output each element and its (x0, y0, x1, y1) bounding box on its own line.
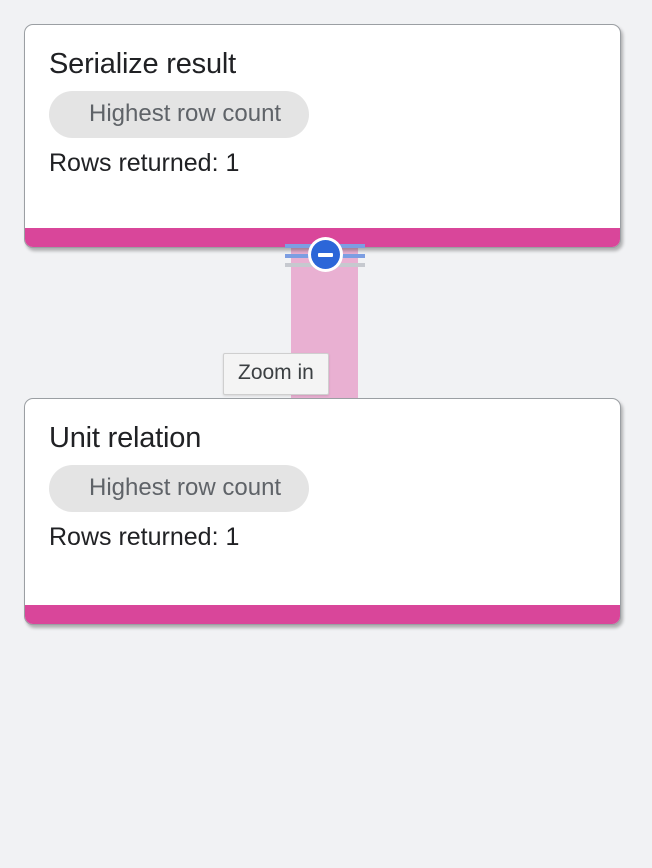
edge-stripes-left (285, 242, 312, 267)
stripe-line (338, 263, 365, 267)
stripe-line (338, 254, 365, 258)
card-body: Unit relation Highest row count Rows ret… (25, 399, 620, 564)
card-title: Unit relation (49, 422, 202, 454)
rows-returned-text: Rows returned: 1 (49, 149, 240, 177)
minus-circle-icon[interactable] (308, 237, 343, 272)
minus-circle-disc (311, 240, 340, 269)
stripe-line (338, 244, 365, 248)
tooltip-zoom-in: Zoom in (223, 353, 329, 395)
node-card-serialize-result[interactable]: Serialize result Highest row count Rows … (24, 24, 621, 248)
minus-glyph (318, 252, 333, 257)
stripe-line (285, 254, 312, 258)
status-badge: Highest row count (49, 465, 310, 512)
edge-stripes-right (338, 242, 365, 267)
card-title: Serialize result (49, 48, 236, 80)
rows-returned-text: Rows returned: 1 (49, 523, 240, 551)
edge-collapse-control[interactable] (285, 237, 365, 272)
card-footer-bar (25, 605, 620, 624)
stripe-line (285, 244, 312, 248)
stripe-line (285, 263, 312, 267)
card-body: Serialize result Highest row count Rows … (25, 25, 620, 190)
status-badge: Highest row count (49, 91, 310, 138)
node-card-unit-relation[interactable]: Unit relation Highest row count Rows ret… (24, 398, 621, 625)
